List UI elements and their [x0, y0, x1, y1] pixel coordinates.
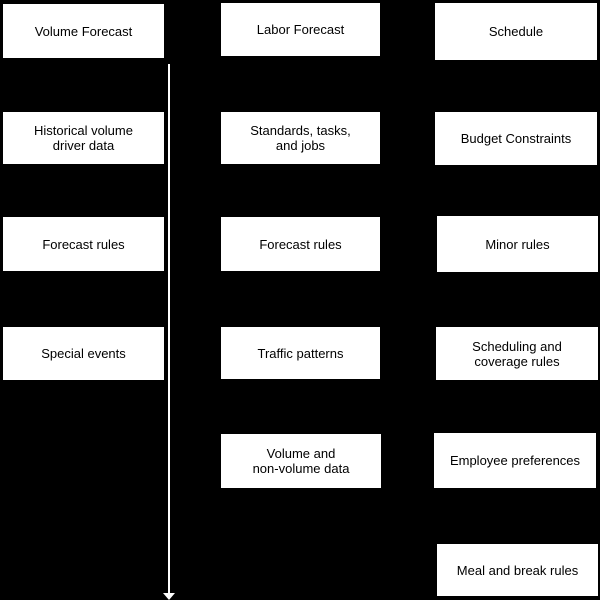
node-label: Historical volume driver data — [34, 123, 133, 153]
node-budget-constraints: Budget Constraints — [435, 112, 597, 165]
node-traffic-patterns: Traffic patterns — [221, 327, 380, 379]
node-historical-volume-driver-data: Historical volume driver data — [3, 112, 164, 164]
node-label: Minor rules — [485, 236, 550, 252]
flow-arrow-line — [168, 64, 170, 593]
node-forecast-rules-volume: Forecast rules — [3, 217, 164, 271]
node-label: Volume Forecast — [34, 23, 133, 39]
down-arrowhead-icon — [163, 593, 175, 600]
node-label: Meal and break rules — [456, 562, 579, 578]
node-forecast-rules-labor: Forecast rules — [221, 217, 380, 271]
node-label: Schedule — [488, 24, 544, 39]
node-minor-rules: Minor rules — [437, 216, 598, 272]
node-volume-forecast: Volume Forecast — [3, 4, 164, 58]
node-label: Budget Constraints — [460, 131, 572, 146]
node-label: Forecast rules — [42, 236, 125, 252]
node-labor-forecast: Labor Forecast — [221, 3, 380, 56]
node-label: Standards, tasks, and jobs — [250, 123, 351, 153]
node-schedule: Schedule — [435, 3, 597, 60]
node-employee-preferences: Employee preferences — [434, 433, 596, 488]
node-label: Volume and non-volume data — [252, 446, 350, 476]
node-label: Employee preferences — [449, 453, 581, 468]
node-standards-tasks-and-jobs: Standards, tasks, and jobs — [221, 112, 380, 164]
node-special-events: Special events — [3, 327, 164, 380]
node-label: Labor Forecast — [256, 22, 345, 37]
node-label: Scheduling and coverage rules — [472, 338, 562, 369]
node-volume-and-non-volume-data: Volume and non-volume data — [221, 434, 381, 488]
node-label: Traffic patterns — [257, 345, 344, 361]
node-meal-and-break-rules: Meal and break rules — [437, 544, 598, 596]
node-scheduling-and-coverage-rules: Scheduling and coverage rules — [436, 327, 598, 380]
node-label: Special events — [41, 346, 126, 361]
node-label: Forecast rules — [259, 236, 342, 252]
